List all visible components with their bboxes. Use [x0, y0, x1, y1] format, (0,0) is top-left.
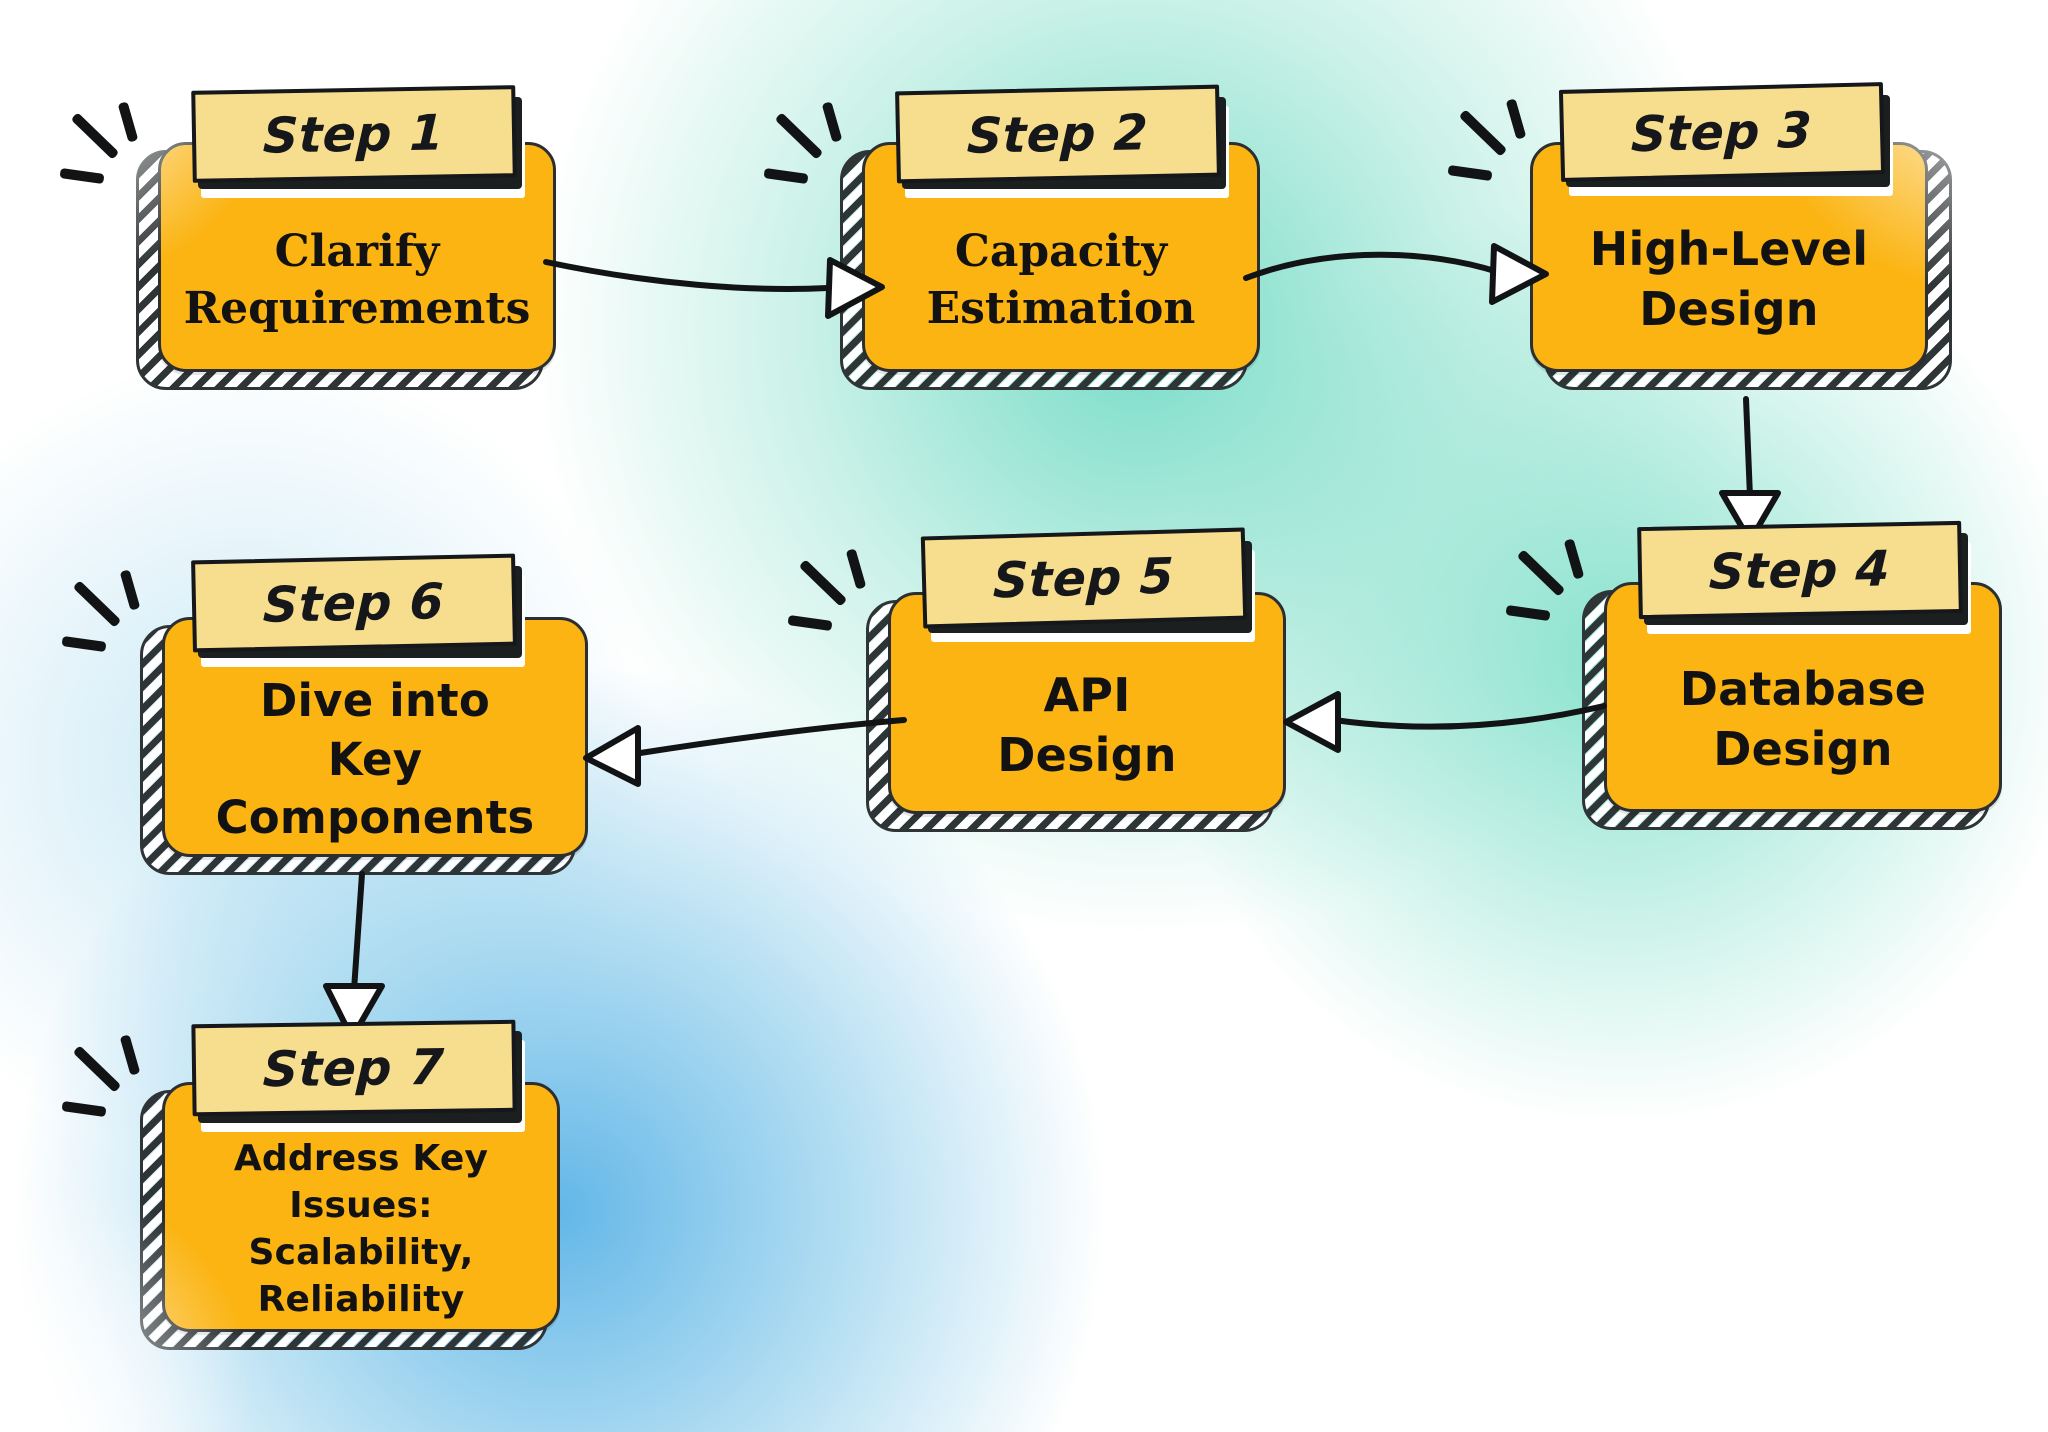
node-step5-tab[interactable]: Step 5 — [920, 527, 1255, 642]
arrow-step6-to-step7 — [323, 871, 385, 1041]
node-step4-tab-label: Step 4 — [1708, 539, 1892, 601]
arrow-step4-to-step5 — [1283, 691, 1607, 753]
node-step4[interactable]: Database Design Step 4 — [1505, 520, 2002, 830]
node-step6-tab-label: Step 6 — [262, 572, 446, 634]
arrow-step3-to-step4 — [1719, 396, 1781, 544]
node-step4-text: Database Design — [1679, 662, 1927, 776]
node-step5-tab-label: Step 5 — [992, 546, 1176, 610]
tab-face: Step 7 — [191, 1019, 517, 1117]
node-step7-tab[interactable]: Step 7 — [191, 1019, 525, 1132]
spark-icon — [1447, 98, 1554, 202]
spark-icon — [763, 101, 870, 205]
node-step3[interactable]: High-Level Design Step 3 — [1447, 82, 1952, 390]
spark-icon — [787, 548, 894, 652]
node-step3-tab-label: Step 3 — [1630, 101, 1814, 163]
node-step7[interactable]: Address Key Issues: Scalability, Reliabi… — [61, 1019, 560, 1350]
tab-face: Step 5 — [920, 527, 1248, 629]
node-step6-text: Dive into Key Components — [215, 674, 535, 845]
tab-face: Step 1 — [191, 85, 517, 183]
tab-face: Step 4 — [1637, 520, 1963, 620]
node-step2-tab-label: Step 2 — [966, 103, 1150, 165]
tab-face: Step 3 — [1558, 82, 1886, 182]
node-step7-tab-label: Step 7 — [262, 1038, 446, 1098]
node-step1-tab[interactable]: Step 1 — [191, 85, 525, 198]
node-step5[interactable]: API Design Step 5 — [787, 527, 1286, 832]
node-step2[interactable]: Capacity Estimation Step 2 — [763, 84, 1260, 390]
node-step1-tab-label: Step 1 — [262, 103, 446, 165]
node-step6[interactable]: Dive into Key Components Step 6 — [61, 553, 590, 875]
arrow-step1-to-step2 — [543, 257, 885, 319]
spark-icon — [61, 569, 168, 673]
arrow-step5-to-step6 — [583, 717, 907, 787]
tab-face: Step 2 — [895, 84, 1221, 184]
node-step2-text: Capacity Estimation — [926, 225, 1196, 334]
node-step3-text: High-Level Design — [1589, 222, 1869, 336]
node-step4-tab[interactable]: Step 4 — [1637, 520, 1971, 634]
node-step1-text: Clarify Requirements — [183, 225, 531, 334]
spark-icon — [1505, 538, 1612, 642]
node-step3-tab[interactable]: Step 3 — [1558, 82, 1893, 196]
arrow-step2-to-step3 — [1243, 243, 1549, 305]
node-step2-tab[interactable]: Step 2 — [895, 84, 1229, 198]
spark-icon — [61, 1034, 168, 1138]
node-step6-tab[interactable]: Step 6 — [191, 553, 525, 667]
tab-face: Step 6 — [191, 553, 517, 653]
node-step7-text: Address Key Issues: Scalability, Reliabi… — [233, 1138, 489, 1320]
node-step5-text: API Design — [997, 668, 1177, 782]
node-step1[interactable]: Clarify Requirements Step 1 — [59, 85, 556, 390]
spark-icon — [59, 101, 166, 205]
